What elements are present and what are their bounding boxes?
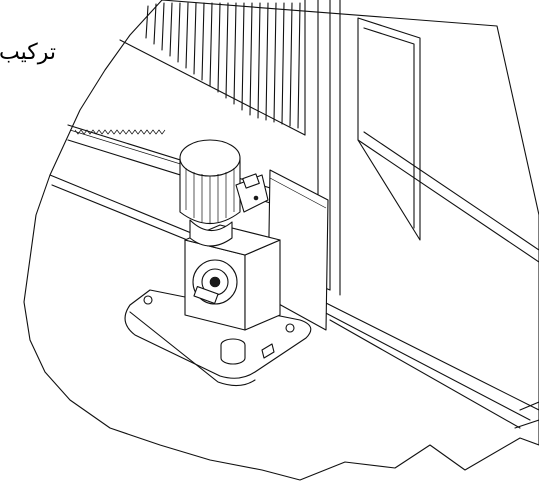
terminal-box bbox=[235, 173, 269, 213]
gate-slats bbox=[145, 2, 301, 129]
view-boundary bbox=[23, 0, 539, 481]
wall-window bbox=[357, 17, 539, 263]
figure-caption: تركيب bbox=[0, 40, 56, 65]
foot-bollard bbox=[220, 338, 246, 365]
floor-track bbox=[319, 299, 539, 429]
gate-frame bbox=[119, 0, 341, 296]
electric-motor bbox=[179, 139, 241, 247]
gearbox bbox=[184, 224, 281, 331]
